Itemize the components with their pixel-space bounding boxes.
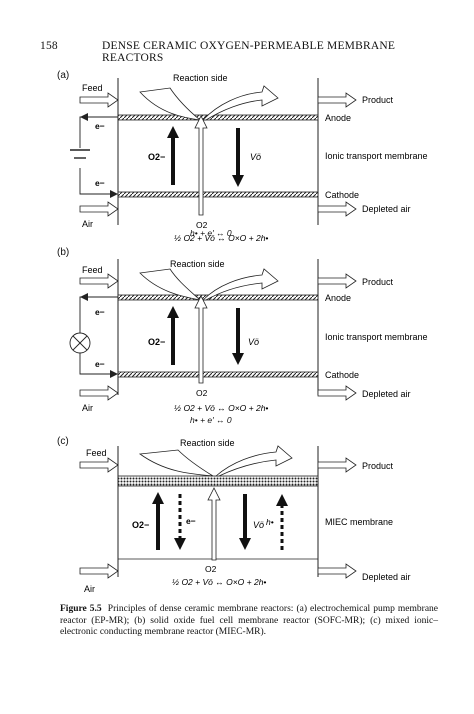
oxide-ion-label: O2− [148, 337, 165, 347]
equation-2: h• + e′ ↔ 0 [190, 228, 232, 238]
oxide-ion-label: O2− [132, 520, 149, 530]
o2-flow-arrow [194, 295, 208, 384]
oxide-ion-label: O2− [148, 152, 165, 162]
depleted-label: Depleted air [362, 204, 411, 214]
diagram-b: Feed Air Product Depleted air Reaction s… [69, 259, 428, 413]
oxide-ion-arrow [167, 306, 179, 365]
product-label: Product [362, 277, 394, 287]
diagram-a: Feed Air Product Depleted air Reaction s… [70, 73, 428, 243]
air-arrow [79, 563, 119, 579]
feed-label: Feed [82, 265, 103, 275]
depleted-arrow [317, 563, 357, 579]
feed-arrow [79, 92, 119, 108]
panel-c: (c) Feed Air Product Depleted air Reacti… [0, 432, 474, 597]
reaction-side-label: Reaction side [173, 73, 228, 83]
air-arrow [79, 385, 119, 401]
product-flow-curve [202, 85, 279, 121]
membrane-label: MIEC membrane [325, 517, 393, 527]
vacancy-label: Vö [253, 520, 264, 530]
membrane-label: Ionic transport membrane [325, 151, 428, 161]
equation-1: ½ O2 + Vö ↔ O×O + 2h• [174, 403, 268, 413]
depleted-arrow [317, 385, 357, 401]
running-title: DENSE CERAMIC OXYGEN-PERMEABLE MEMBRANE … [102, 40, 396, 64]
anode-label: Anode [325, 113, 351, 123]
feed-arrow [79, 457, 119, 473]
feed-label: Feed [82, 83, 103, 93]
depleted-label: Depleted air [362, 572, 411, 582]
electron-bottom-label: e− [95, 178, 105, 188]
o2-flow-arrow [194, 115, 208, 216]
anode-layer [117, 294, 319, 301]
cathode-layer [117, 191, 319, 198]
depleted-label: Depleted air [362, 389, 411, 399]
running-header: 158 DENSE CERAMIC OXYGEN-PERMEABLE MEMBR… [40, 40, 434, 64]
vacancy-label: Vö [250, 152, 261, 162]
product-label: Product [362, 461, 394, 471]
membrane-label: Ionic transport membrane [325, 332, 428, 342]
o2-label: O2 [196, 220, 208, 230]
panel-a: (a) Feed Air Product Depleted air Reacti… [0, 70, 474, 245]
equation-1: ½ O2 + Vö ↔ O×O + 2h• [172, 577, 266, 587]
product-arrow [317, 457, 357, 473]
reaction-side-label: Reaction side [180, 438, 235, 448]
electron-top-label: e− [95, 307, 105, 317]
product-arrow [317, 92, 357, 108]
o2-label: O2 [205, 564, 217, 574]
anode-layer [117, 114, 319, 121]
equation-2: h• + e′ ↔ 0 [190, 415, 232, 425]
oxide-ion-arrow [152, 492, 164, 550]
panel-tag: (b) [57, 247, 70, 258]
panel-tag: (c) [57, 436, 69, 447]
equation-1: ½ O2 + Vö ↔ O×O + 2h• [174, 233, 268, 243]
electron-top-label: e− [95, 121, 105, 131]
figure-caption: Figure 5.5 Principles of dense ceramic m… [60, 604, 438, 639]
figure-label: Figure 5.5 [60, 604, 102, 614]
o2-label: O2 [196, 388, 208, 398]
feed-arrow [79, 273, 119, 289]
product-flow-curve [202, 268, 279, 301]
vacancy-arrow [232, 128, 244, 187]
air-label: Air [82, 403, 93, 413]
page-number: 158 [40, 40, 58, 52]
cathode-layer [117, 371, 319, 378]
anode-label: Anode [325, 293, 351, 303]
miec-membrane-surface [117, 475, 319, 487]
caption-text: Principles of dense ceramic membrane rea… [60, 604, 439, 637]
oxide-ion-arrow [167, 126, 179, 185]
product-arrow [317, 273, 357, 289]
hole-label: h• [266, 517, 274, 527]
cathode-label: Cathode [325, 370, 359, 380]
vacancy-arrow [232, 308, 244, 365]
product-label: Product [362, 95, 394, 105]
electron-bottom-label: e− [95, 359, 105, 369]
diagram-c: Feed Air Product Depleted air Reaction s… [79, 438, 411, 594]
o2-flow-arrow [207, 487, 221, 561]
air-label: Air [82, 219, 93, 229]
air-arrow [79, 201, 119, 217]
electron-label: e− [186, 516, 196, 526]
cathode-label: Cathode [325, 190, 359, 200]
vacancy-label: Vö [248, 337, 259, 347]
air-label: Air [84, 584, 95, 594]
depleted-arrow [317, 201, 357, 217]
vacancy-arrow [239, 494, 251, 550]
feed-label: Feed [86, 448, 107, 458]
reaction-side-label: Reaction side [170, 259, 225, 269]
panel-b: (b) Feed Air Product Depleted air Reacti… [0, 245, 474, 425]
panel-tag: (a) [57, 70, 70, 81]
product-flow-curve [214, 445, 293, 477]
feed-flow-curve [138, 449, 214, 477]
